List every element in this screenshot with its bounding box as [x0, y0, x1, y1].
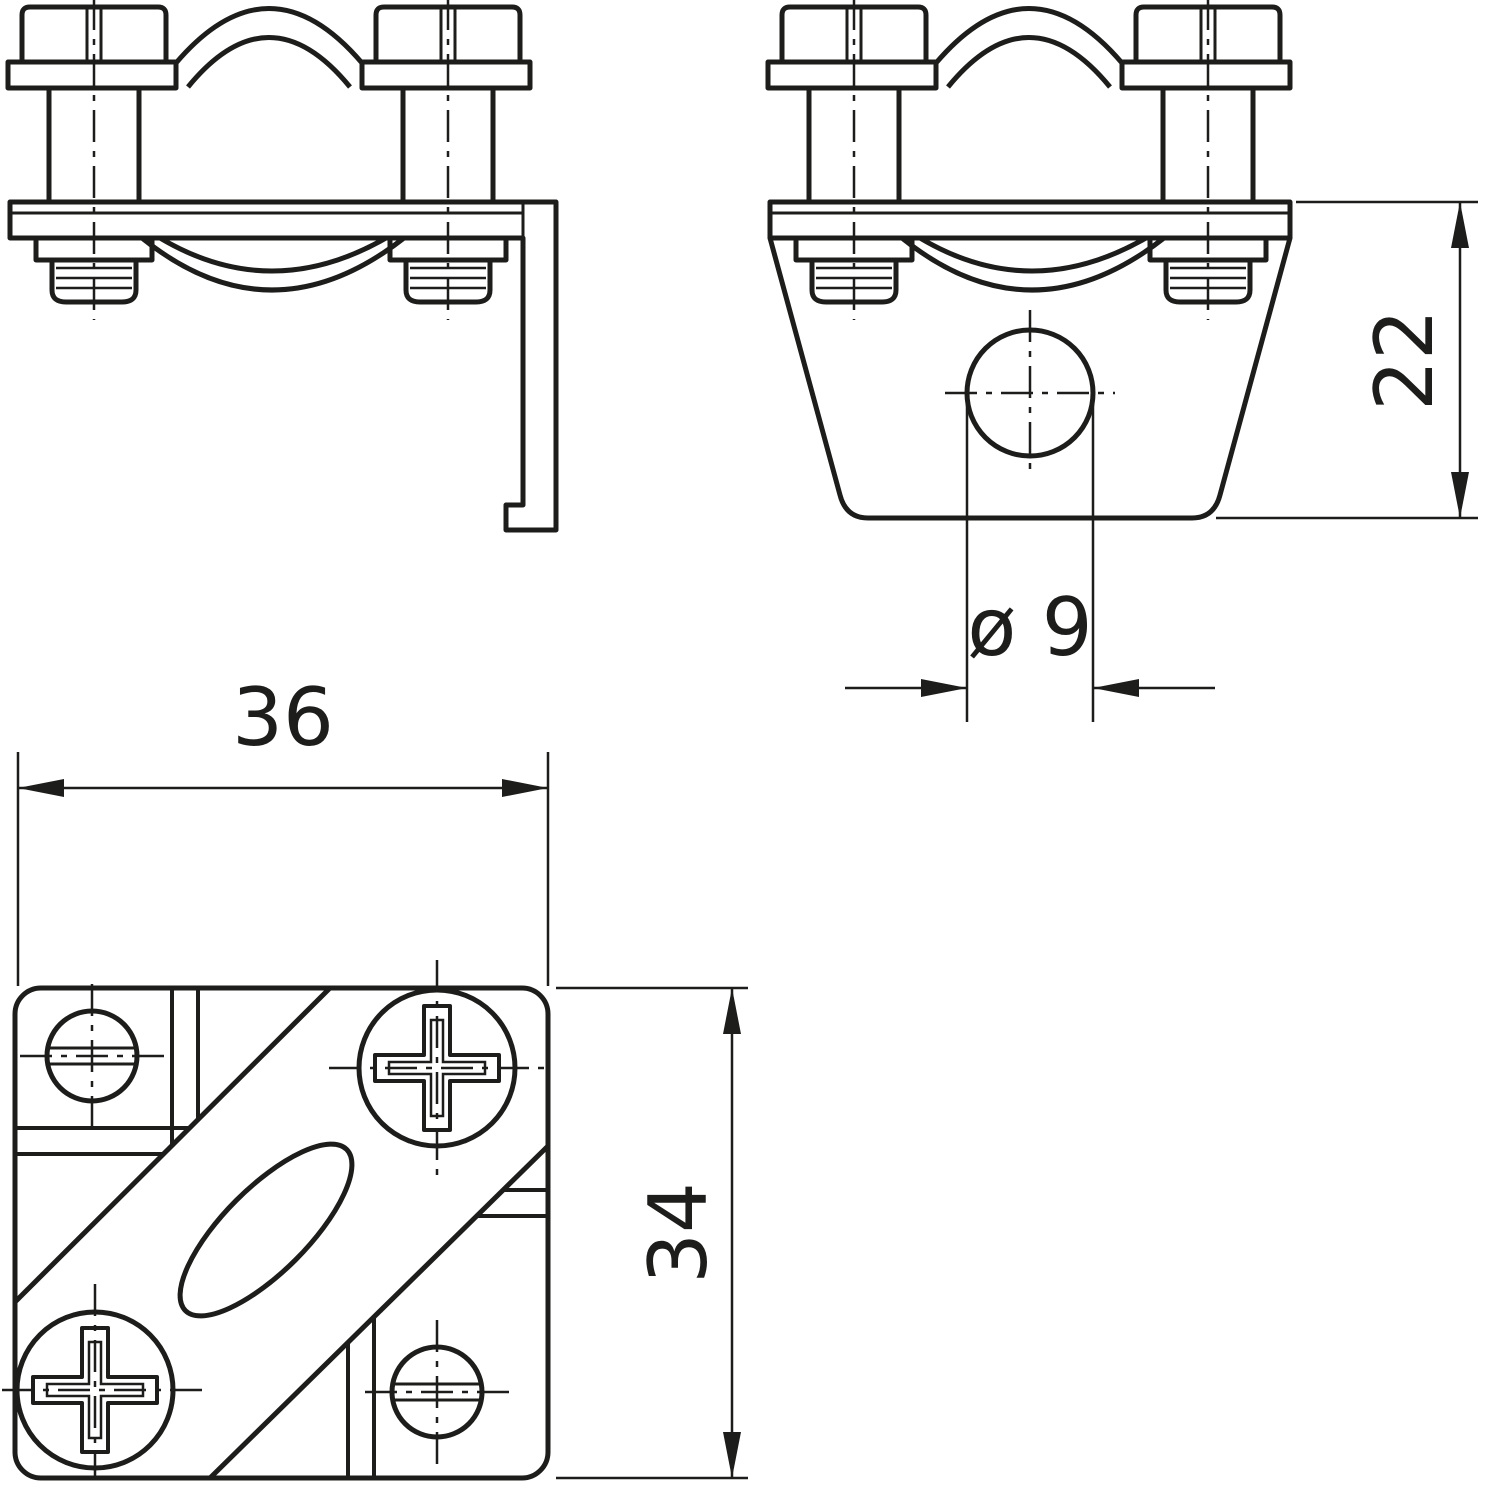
lower-bow-inner	[158, 235, 388, 274]
saddle-bow-outer	[934, 6, 1124, 65]
stud-left	[809, 257, 899, 305]
washer-right	[1119, 59, 1293, 91]
arrowhead	[723, 988, 741, 1034]
screw-head-right	[373, 4, 523, 65]
dim-label-hole: ø 9	[967, 581, 1092, 674]
screw-head-left	[19, 4, 169, 65]
side-view	[5, 0, 559, 533]
washer-left	[765, 59, 939, 91]
clamp-body	[767, 237, 1293, 521]
arrowhead	[1451, 202, 1469, 248]
dimension-height-22: 22	[1216, 200, 1478, 520]
strap-edge-lower	[208, 1144, 550, 1480]
arrowhead	[18, 779, 64, 797]
stud-right	[403, 257, 493, 305]
saddle-bow-outer	[174, 6, 364, 65]
arrowhead	[921, 679, 967, 697]
stud-left	[49, 257, 139, 305]
arrowhead	[502, 779, 548, 797]
screw-head-left	[779, 4, 929, 65]
plan-view	[2, 960, 551, 1481]
lower-bow-outer	[900, 236, 1166, 293]
arrowhead	[1093, 679, 1139, 697]
washer-left	[5, 59, 179, 91]
arrowhead	[723, 1432, 741, 1478]
phillips-screw-top-right	[356, 987, 518, 1149]
arrowhead	[1451, 472, 1469, 518]
saddle-bow-inner	[186, 35, 352, 89]
front-view	[765, 0, 1293, 521]
phillips-cross	[31, 1326, 159, 1454]
dim-label-depth: 34	[632, 1182, 725, 1284]
phillips-cross	[373, 1004, 501, 1132]
dim-label-width: 36	[232, 671, 334, 764]
saddle-bow-inner	[946, 35, 1112, 89]
stud-right	[1163, 257, 1253, 305]
screw-head-right	[1133, 4, 1283, 65]
dimension-hole-diameter: ø 9	[845, 400, 1215, 722]
lower-bow-outer	[140, 236, 406, 293]
phillips-cross-inner	[387, 1018, 487, 1118]
phillips-cross-inner	[45, 1340, 145, 1440]
plan-base-plate	[12, 985, 551, 1481]
dimension-width-36: 36	[16, 671, 550, 986]
phillips-screw-bottom-left	[14, 1309, 176, 1471]
base-plate-with-bracket	[7, 199, 559, 533]
base-plate	[767, 199, 1293, 241]
dim-label-height: 22	[1358, 309, 1451, 411]
strap-slot	[177, 1141, 355, 1319]
lower-bow-inner	[918, 235, 1148, 274]
washer-right	[359, 59, 533, 91]
dimension-depth-34: 34	[556, 986, 748, 1480]
